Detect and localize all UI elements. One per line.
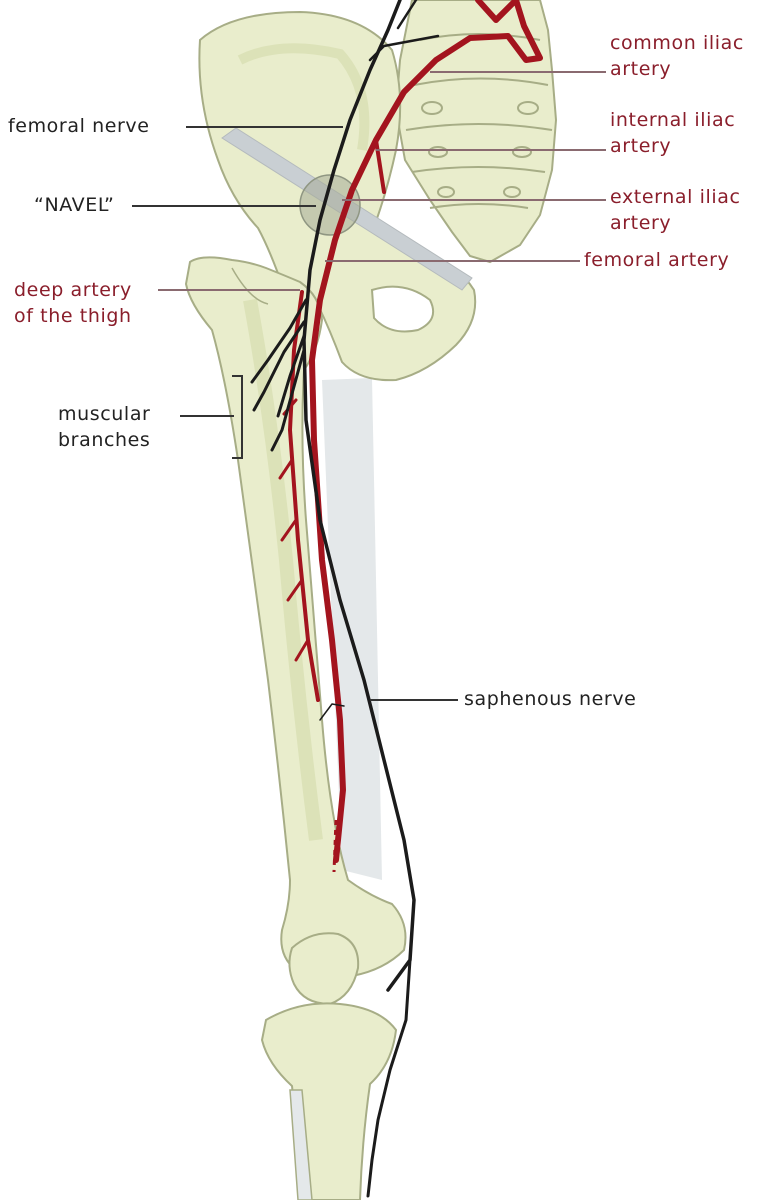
sacrum [394, 0, 558, 264]
label-saphenous-nerve: saphenous nerve [464, 688, 637, 710]
leader-lines [132, 71, 606, 701]
label-femoral-nerve: femoral nerve [8, 115, 150, 137]
bracket-muscular-branches [232, 375, 243, 459]
label-muscular-branches: muscular branches [58, 401, 150, 453]
label-deep-artery-of-the-thigh: deep artery of the thigh [14, 277, 132, 329]
nerves [250, 0, 440, 1198]
label-internal-iliac-artery: internal iliac artery [610, 107, 735, 159]
label-external-iliac-line1: external iliac [610, 186, 741, 208]
tibia [260, 1002, 398, 1201]
label-internal-iliac-line1: internal iliac [610, 109, 736, 131]
label-external-iliac-line2: artery [610, 212, 672, 234]
artery-dashed [332, 819, 338, 873]
label-external-iliac-artery: external iliac artery [610, 184, 741, 236]
label-internal-iliac-line2: artery [610, 135, 672, 157]
label-common-iliac-line1: common iliac [610, 32, 744, 54]
label-muscular-line1: muscular [58, 403, 151, 425]
label-deep-artery-line1: deep artery [14, 279, 132, 301]
patella [288, 932, 360, 1006]
label-femoral-artery: femoral artery [584, 249, 730, 271]
label-deep-artery-line2: of the thigh [14, 305, 132, 327]
arteries [278, 0, 543, 863]
label-muscular-line2: branches [58, 429, 151, 451]
label-common-iliac-artery: common iliac artery [610, 30, 744, 82]
muscle-band [322, 378, 382, 880]
label-common-iliac-line2: artery [610, 58, 672, 80]
label-navel: “NAVEL” [34, 194, 115, 216]
